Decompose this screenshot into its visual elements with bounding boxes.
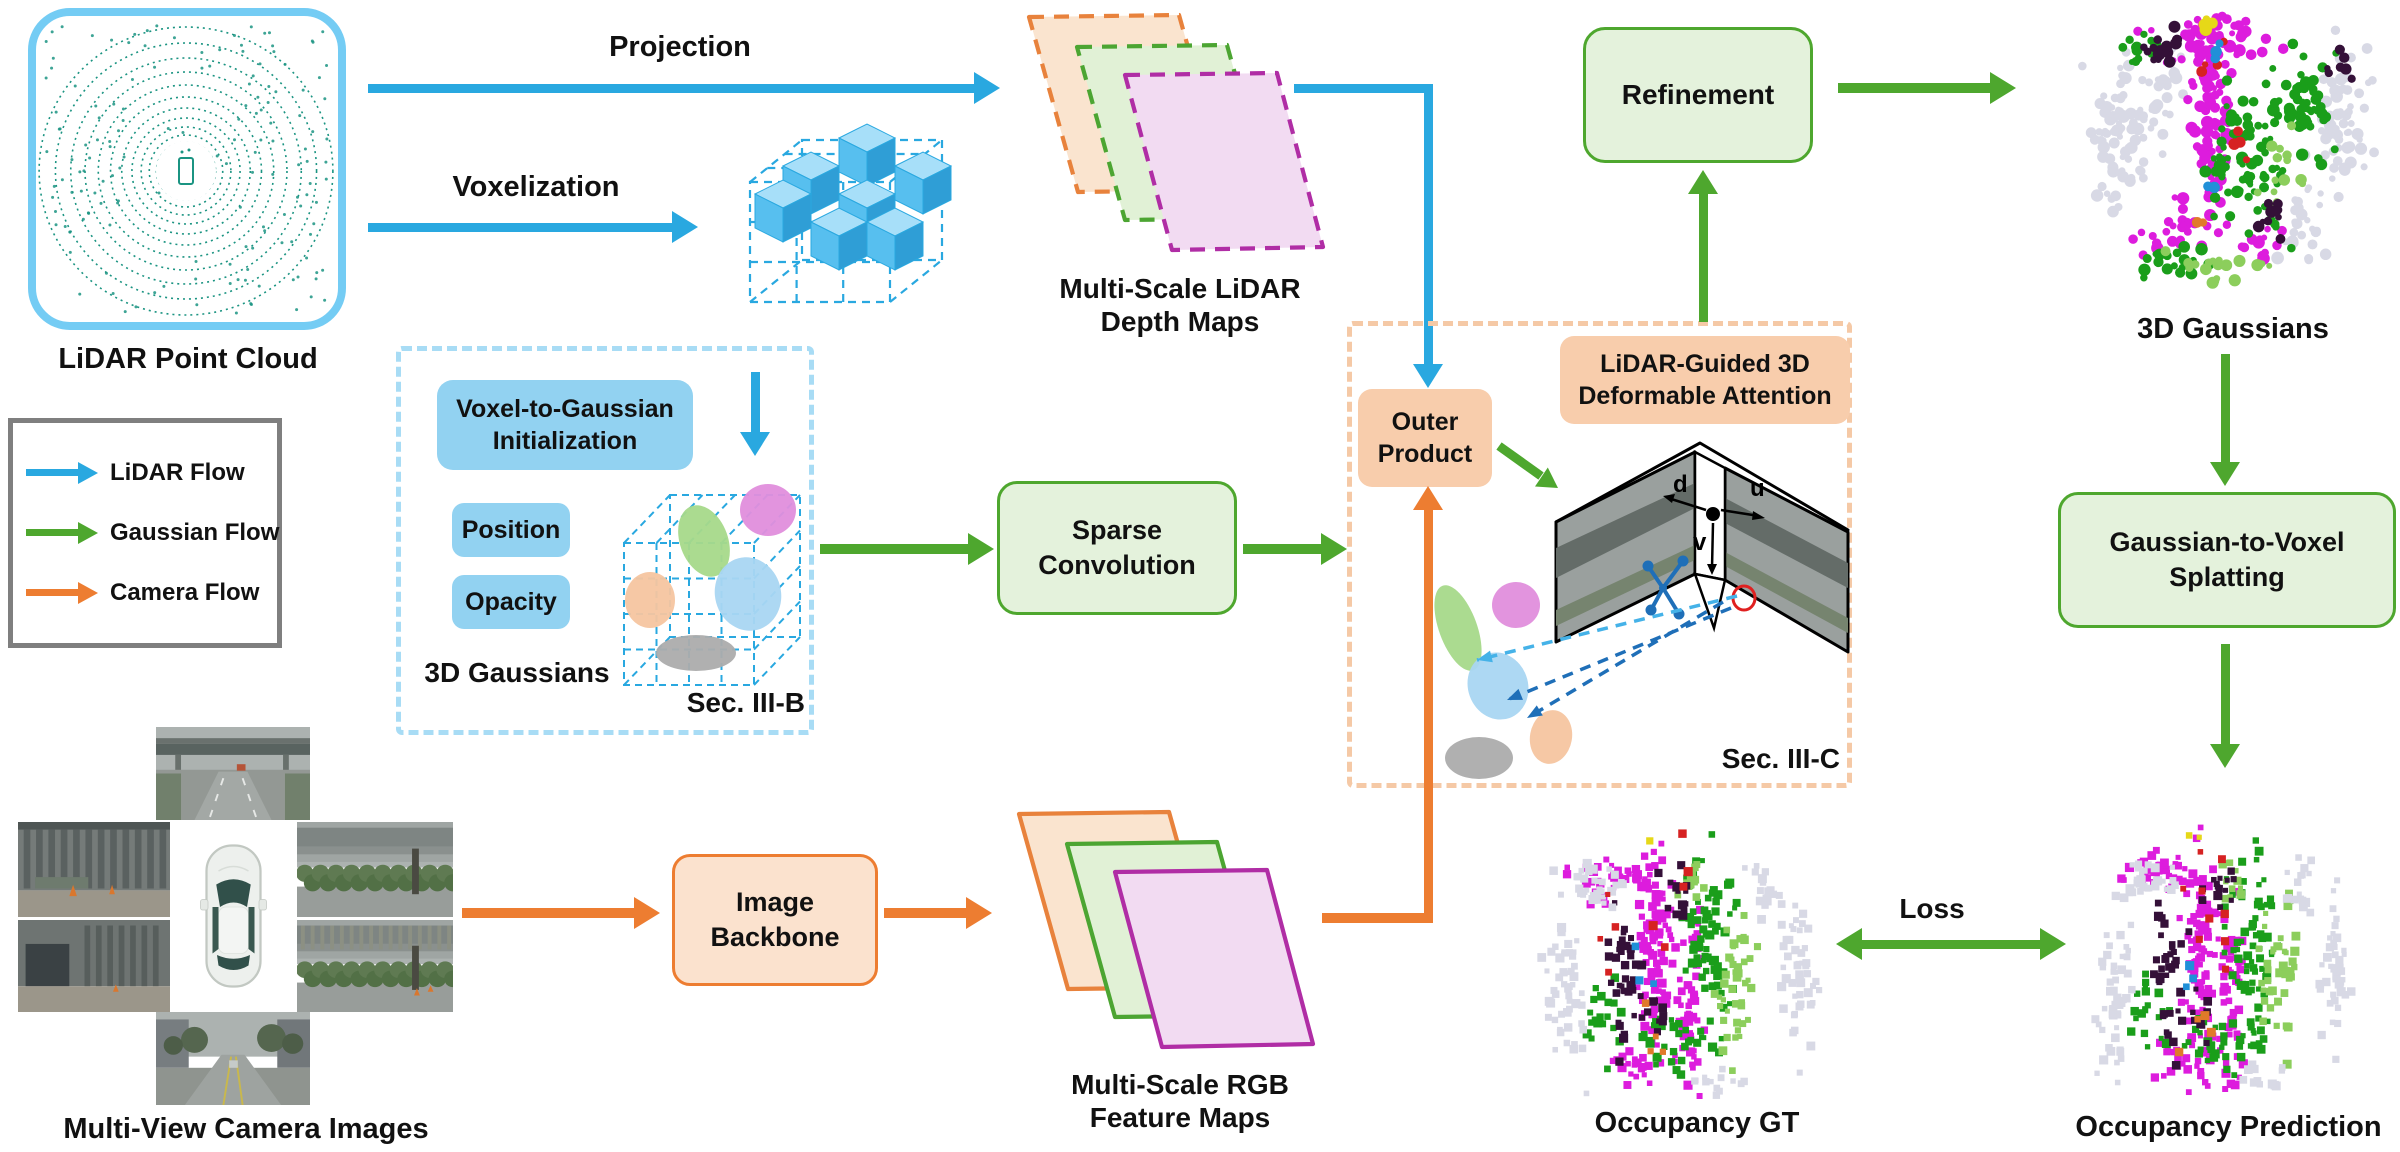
voxel-grid-illustration [748, 123, 953, 304]
legend-camera-arrow [26, 589, 80, 596]
rgb-feature-maps-label: Multi-Scale RGB Feature Maps [1071, 1069, 1289, 1134]
voxelization-arrowhead [672, 211, 698, 243]
sparseconv-to-attention-arrowhead [1321, 533, 1347, 565]
features-to-attention-arrowhead [1413, 486, 1443, 510]
legend-gaussian-arrow [26, 529, 80, 536]
sec-iii-b-label: Sec. III-B [686, 687, 805, 718]
depth-to-attention-arrowhead [1413, 364, 1443, 388]
features-to-attention-arrow-v [1424, 510, 1433, 923]
sparse-convolution-box: Sparse Convolution [997, 481, 1237, 615]
occupancy-gt-label: Occupancy GT [1594, 1107, 1800, 1139]
attention-to-refinement-arrowhead [1688, 170, 1718, 194]
legend [8, 418, 282, 648]
depth-maps-label: Multi-Scale LiDAR Depth Maps [1059, 273, 1301, 338]
features-to-attention-arrow-h [1322, 913, 1428, 923]
gaussian-to-voxel-box: Gaussian-to-Voxel Splatting [2058, 492, 2396, 628]
refinement-box: Refinement [1583, 27, 1813, 163]
voxel-to-gaussian-arrowhead [740, 432, 770, 456]
image-backbone-box: Image Backbone [672, 854, 878, 986]
camera-image-back-right [297, 920, 453, 1012]
rgb-feature-maps-illustration [1016, 809, 1316, 1050]
opacity-box: Opacity [452, 575, 570, 629]
multi-view-label: Multi-View Camera Images [63, 1113, 429, 1145]
outerproduct-to-cube-arrow [1496, 442, 1558, 488]
lidar-point-cloud-panel [28, 8, 346, 330]
projection-arrowhead [974, 72, 1000, 104]
backbone-to-features-arrow [884, 908, 970, 918]
ego-vehicle-icon [200, 844, 267, 988]
gaussians-to-splatting-arrowhead [2210, 462, 2240, 486]
position-box: Position [452, 503, 570, 557]
gaussians-3d-inner-label: 3D Gaussians [424, 657, 610, 688]
gaussians-3d-label: 3D Gaussians [2137, 313, 2329, 345]
gaussians-to-splatting-arrow [2221, 354, 2230, 466]
gaussians-to-sparseconv-arrowhead [968, 533, 994, 565]
gaussians-3d-visualization [2078, 11, 2379, 289]
loss-arrowhead-left [1836, 928, 1862, 960]
cameras-to-backbone-arrow [462, 908, 638, 918]
lidar-point-cloud-image [38, 24, 334, 316]
outer-product-box: Outer Product [1358, 389, 1492, 487]
deformable-attention-illustration: d u v [1434, 441, 1850, 779]
sec-iii-c-label: Sec. III-C [1721, 743, 1840, 774]
camera-image-front-right [297, 822, 453, 917]
svg-text:u: u [1750, 475, 1765, 502]
refinement-to-gaussians-arrow [1838, 83, 1994, 93]
voxel-to-gaussian-arrow [751, 372, 760, 436]
legend-lidar-arrowhead [78, 462, 98, 484]
legend-lidar-arrow [26, 469, 80, 476]
camera-image-front [156, 727, 310, 820]
splatting-to-prediction-arrowhead [2210, 744, 2240, 768]
loss-arrow [1860, 940, 2042, 949]
voxelization-label: Voxelization [452, 171, 620, 203]
voxelization-arrow [368, 223, 676, 232]
svg-text:v: v [1693, 529, 1707, 556]
loss-arrowhead-right [2040, 928, 2066, 960]
legend-camera-label: Camera Flow [110, 579, 260, 606]
depth-to-attention-arrow-v [1424, 84, 1433, 366]
projection-label: Projection [609, 31, 751, 63]
occupancy-gt-visualization [1537, 829, 1823, 1099]
projection-arrow [368, 84, 978, 93]
refinement-to-gaussians-arrowhead [1990, 72, 2016, 104]
backbone-to-features-arrowhead [966, 897, 992, 929]
loss-label: Loss [1899, 893, 1965, 924]
splatting-to-prediction-arrow [2221, 644, 2230, 748]
lidar-point-cloud-label: LiDAR Point Cloud [58, 343, 318, 375]
depth-to-attention-arrow-h [1294, 84, 1428, 93]
attention-to-refinement-arrow [1699, 194, 1708, 322]
lidar-guided-attention-box: LiDAR-Guided 3D Deformable Attention [1560, 336, 1850, 424]
occupancy-prediction-visualization [2091, 824, 2356, 1096]
legend-gaussian-arrowhead [78, 522, 98, 544]
camera-image-rear [156, 1012, 310, 1105]
voxel-to-gaussian-init-box: Voxel-to-Gaussian Initialization [437, 380, 693, 470]
sparseconv-to-attention-arrow [1243, 544, 1325, 554]
sec-iii-b-region [396, 346, 814, 735]
gaussians-to-sparseconv-arrow [820, 544, 972, 554]
camera-image-back-left [18, 920, 170, 1012]
svg-text:d: d [1673, 471, 1688, 498]
legend-gaussian-label: Gaussian Flow [110, 519, 280, 546]
legend-camera-arrowhead [78, 582, 98, 604]
cameras-to-backbone-arrowhead [634, 897, 660, 929]
gaussian-cube-illustration [623, 484, 801, 686]
camera-image-front-left [18, 822, 170, 917]
legend-lidar-label: LiDAR Flow [110, 459, 245, 486]
occupancy-prediction-label: Occupancy Prediction [2075, 1111, 2382, 1143]
depth-maps-illustration [1026, 12, 1326, 253]
